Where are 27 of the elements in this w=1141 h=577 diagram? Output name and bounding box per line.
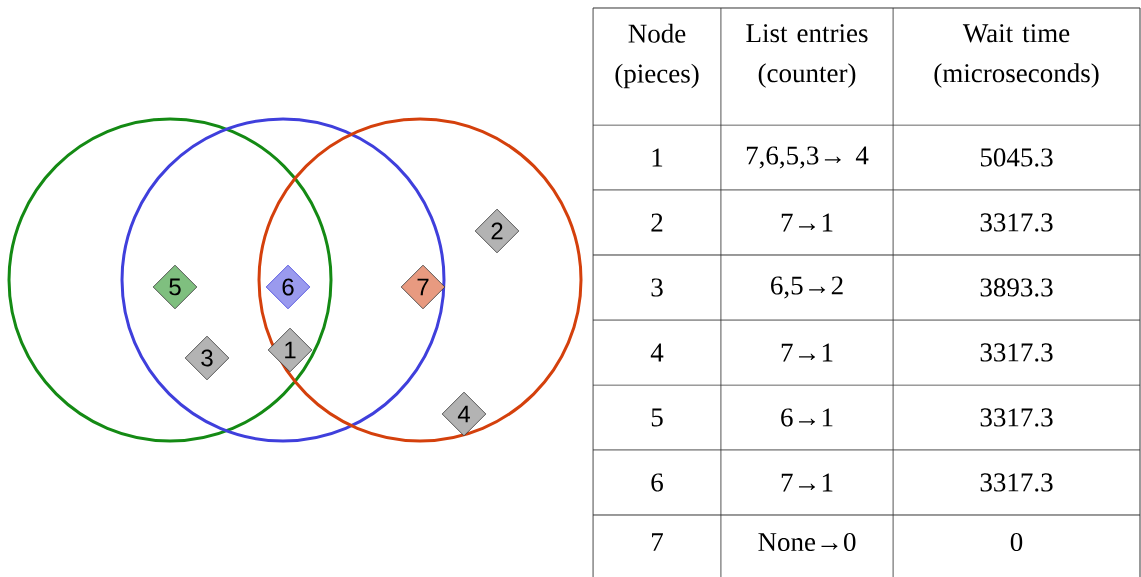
cell-text: 6 [651,473,663,492]
column-heading: Wait time (microseconds) [934,24,1099,88]
cell-text: 3317.3 [980,408,1053,427]
cell-text: 3317.3 [980,343,1053,362]
cell-text: 5 [651,408,663,427]
cell-text: 7,6,5,3→ 4 [746,146,869,169]
cell-text: None→0 [758,532,856,552]
cell-text: 7→1 [781,473,833,492]
column-heading: List entries (counter) [746,24,868,88]
circle [120,117,446,443]
cell-text: 6→1 [781,408,833,427]
cell-text: 3 [651,278,663,297]
circle [7,117,333,443]
cell-text: 3317.3 [980,473,1053,492]
cell-text: 0 [1010,532,1023,552]
cell-text: 7 [652,533,663,551]
column-heading: Node (pieces) [615,23,699,89]
circle [257,117,583,443]
cell-text: 7→1 [781,213,833,232]
cell-text: 3893.3 [980,278,1053,297]
cell-text: 2 [651,213,663,232]
cell-text: 4 [650,343,664,362]
cell-text: 1 [652,148,663,167]
cell-text: 7→1 [781,343,833,362]
cell-text: 6,5→2 [771,276,843,299]
cell-text: 5045.3 [980,148,1053,167]
cell-text: 3317.3 [980,213,1053,232]
